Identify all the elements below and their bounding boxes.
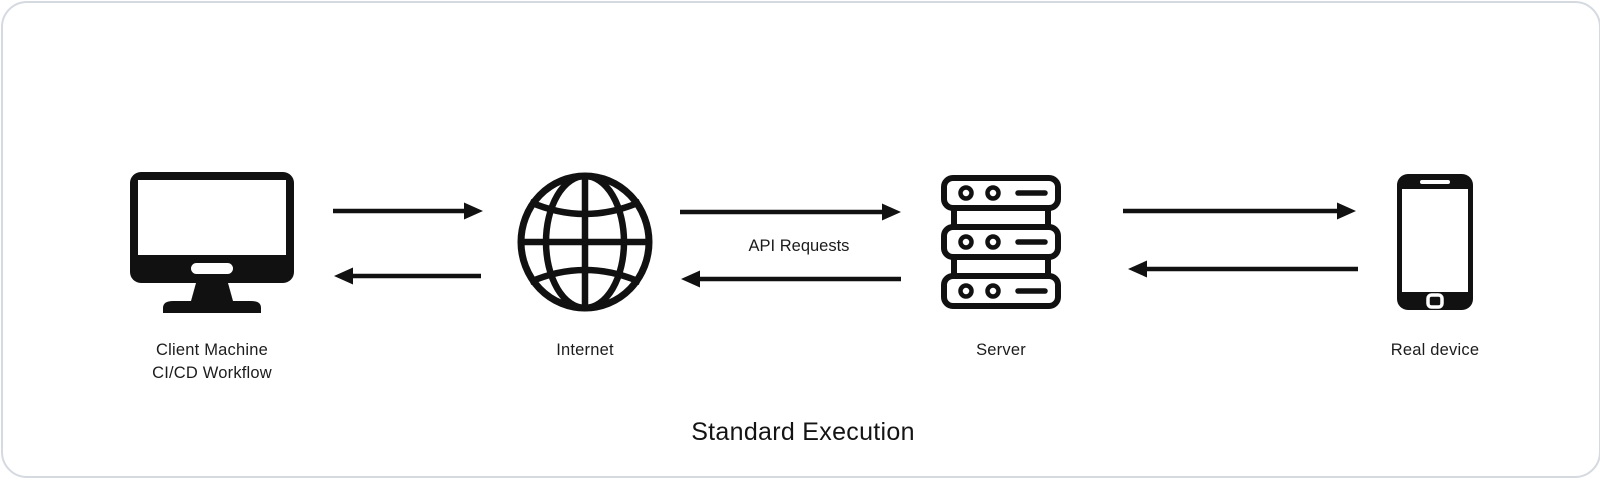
arrow-internet-to-client xyxy=(334,267,481,285)
smartphone-icon xyxy=(1397,174,1473,310)
client-machine-label-line2: CI/CD Workflow xyxy=(152,364,272,382)
arrow-server-to-internet xyxy=(681,270,901,288)
arrow-server-to-device xyxy=(1123,202,1356,220)
desktop-monitor-icon xyxy=(130,172,294,313)
internet-label: Internet xyxy=(556,341,614,359)
server-label: Server xyxy=(976,341,1026,359)
server-rack-icon xyxy=(941,175,1061,309)
arrow-internet-to-server xyxy=(680,203,901,221)
diagram-caption: Standard Execution xyxy=(691,418,915,446)
globe-icon xyxy=(517,172,653,312)
client-machine-label: Client Machine CI/CD Workflow xyxy=(87,339,337,385)
real-device-label: Real device xyxy=(1390,341,1480,359)
connection-arrows xyxy=(333,202,1358,288)
client-machine-label-line1: Client Machine xyxy=(156,341,268,359)
api-requests-label: API Requests xyxy=(748,237,850,255)
arrow-client-to-internet xyxy=(333,202,483,220)
arrow-device-to-server xyxy=(1128,260,1358,278)
